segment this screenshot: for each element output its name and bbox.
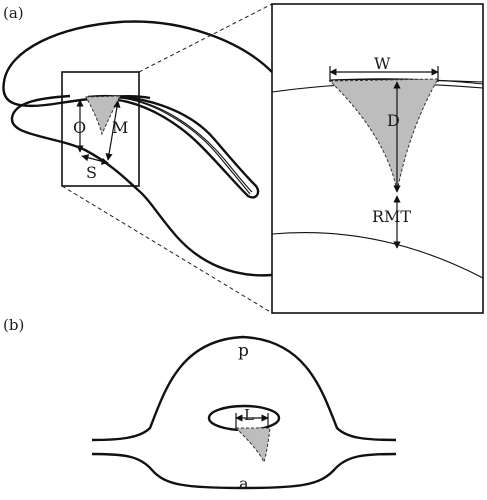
panel-b-label: (b) bbox=[3, 316, 24, 334]
panel-a-label: (a) bbox=[3, 4, 24, 22]
dome-upper-outline bbox=[91, 335, 397, 442]
label-S: S bbox=[86, 163, 97, 182]
dome-lower-outline bbox=[91, 452, 397, 490]
zoom-line-top bbox=[138, 3, 273, 73]
gray-triangle-large bbox=[328, 78, 439, 193]
arrow-S bbox=[81, 154, 109, 165]
detail-box bbox=[61, 71, 140, 187]
label-O: O bbox=[73, 118, 86, 137]
label-a: a bbox=[239, 474, 249, 493]
label-RMT: RMT bbox=[372, 207, 411, 226]
gray-triangle-b bbox=[234, 427, 271, 464]
zoom-lower-curve bbox=[271, 232, 484, 279]
zoom-panel bbox=[271, 3, 484, 314]
panel-a: (a) O M S bbox=[2, 3, 484, 314]
inner-tube-line-1 bbox=[117, 97, 253, 193]
label-p: p bbox=[238, 341, 249, 361]
arrow-M bbox=[105, 100, 121, 161]
label-D: D bbox=[387, 111, 400, 130]
zoom-line-bottom bbox=[61, 185, 273, 314]
organ-outer-outline bbox=[2, 20, 273, 277]
inner-tube bbox=[87, 95, 260, 199]
label-W: W bbox=[374, 54, 391, 73]
label-L: L bbox=[244, 406, 254, 424]
panel-b: (b) p L a bbox=[3, 316, 397, 493]
inner-tube-line-2 bbox=[111, 96, 251, 195]
label-M: M bbox=[112, 118, 128, 137]
